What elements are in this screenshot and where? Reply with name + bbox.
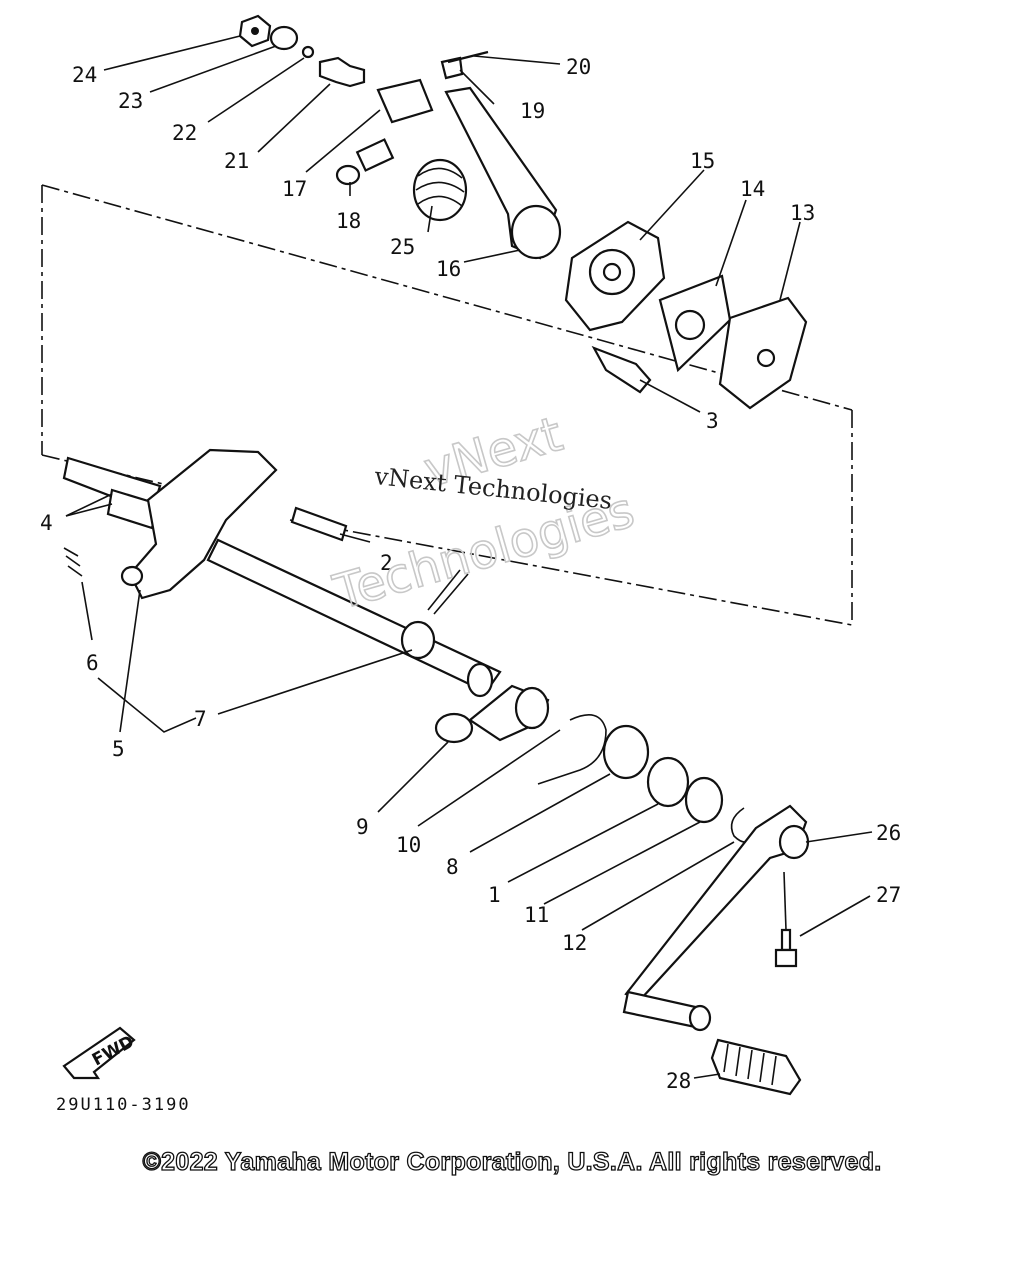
callout-10: 10 bbox=[396, 833, 421, 857]
shift-shaft-assembly bbox=[62, 448, 502, 698]
leader-lines bbox=[65, 35, 873, 1079]
callout-23: 23 bbox=[118, 89, 143, 113]
callout-1: 1 bbox=[488, 883, 501, 907]
fwd-arrow-icon: FWD bbox=[62, 1026, 138, 1080]
callout-15: 15 bbox=[690, 149, 715, 173]
callout-22: 22 bbox=[172, 121, 197, 145]
callout-13: 13 bbox=[790, 201, 815, 225]
callout-8: 8 bbox=[446, 855, 459, 879]
callout-16: 16 bbox=[436, 257, 461, 281]
callout-6: 6 bbox=[86, 651, 99, 675]
callout-26: 26 bbox=[876, 821, 901, 845]
callout-14: 14 bbox=[740, 177, 765, 201]
lower-washers-and-spring bbox=[434, 684, 753, 844]
copyright-notice: ©2022 Yamaha Motor Corporation, U.S.A. A… bbox=[142, 1147, 882, 1176]
callout-25: 25 bbox=[390, 235, 415, 259]
shift-pedal bbox=[622, 804, 810, 1096]
diagram-code: 29U110-3190 bbox=[56, 1095, 191, 1115]
upper-linkage-parts bbox=[238, 14, 562, 260]
callout-9: 9 bbox=[356, 815, 369, 839]
callout-17: 17 bbox=[282, 177, 307, 201]
callout-3: 3 bbox=[706, 409, 719, 433]
watermark: vNext Technologies vNext Technologies bbox=[327, 405, 641, 622]
callout-24: 24 bbox=[72, 63, 97, 87]
callout-4: 4 bbox=[40, 511, 53, 535]
callout-20: 20 bbox=[566, 55, 591, 79]
callout-7: 7 bbox=[194, 707, 207, 731]
callout-2: 2 bbox=[380, 551, 393, 575]
callout-labels: 24 23 22 21 17 18 25 16 19 20 15 14 13 3… bbox=[40, 55, 901, 1093]
callout-18: 18 bbox=[336, 209, 361, 233]
callout-5: 5 bbox=[112, 737, 125, 761]
callout-12: 12 bbox=[562, 931, 587, 955]
callout-27: 27 bbox=[876, 883, 901, 907]
callout-28: 28 bbox=[666, 1069, 691, 1093]
callout-11: 11 bbox=[524, 903, 549, 927]
callout-19: 19 bbox=[520, 99, 545, 123]
stopper-plates bbox=[564, 220, 808, 410]
callout-21: 21 bbox=[224, 149, 249, 173]
